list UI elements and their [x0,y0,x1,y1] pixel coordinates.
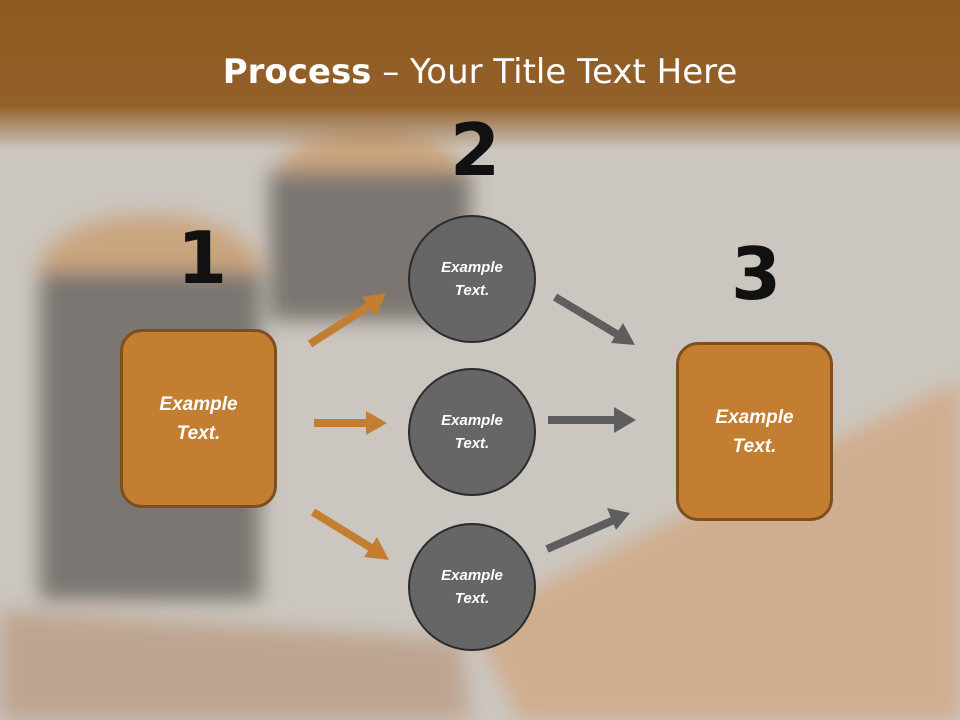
step-1-box: Example Text. [120,329,277,508]
circle-bottom: Example Text. [408,523,536,651]
step-1-text: Example Text. [159,393,238,444]
title-bar [0,0,960,150]
circle-middle-text: Example Text. [441,412,503,452]
step-number-2: 2 [450,108,501,192]
arrow-orange-down [310,508,389,560]
circle-top: Example Text. [408,215,536,343]
arrow-gray-down [552,293,635,345]
step-number-1: 1 [177,216,228,300]
step-3-box: Example Text. [676,342,833,521]
circle-top-text: Example Text. [441,259,503,299]
step-number-3: 3 [731,232,782,316]
circle-bottom-text: Example Text. [441,567,503,607]
title-rest: – Your Title Text Here [371,52,738,92]
title-bold: Process [222,52,372,92]
step-3-text: Example Text. [715,406,794,457]
arrow-gray-right [548,407,636,433]
page-title: Process – Your Title Text Here [0,52,960,92]
arrow-orange-up [307,293,386,348]
arrow-gray-up [545,508,630,553]
circle-middle: Example Text. [408,368,536,496]
arrow-orange-right [314,411,387,435]
